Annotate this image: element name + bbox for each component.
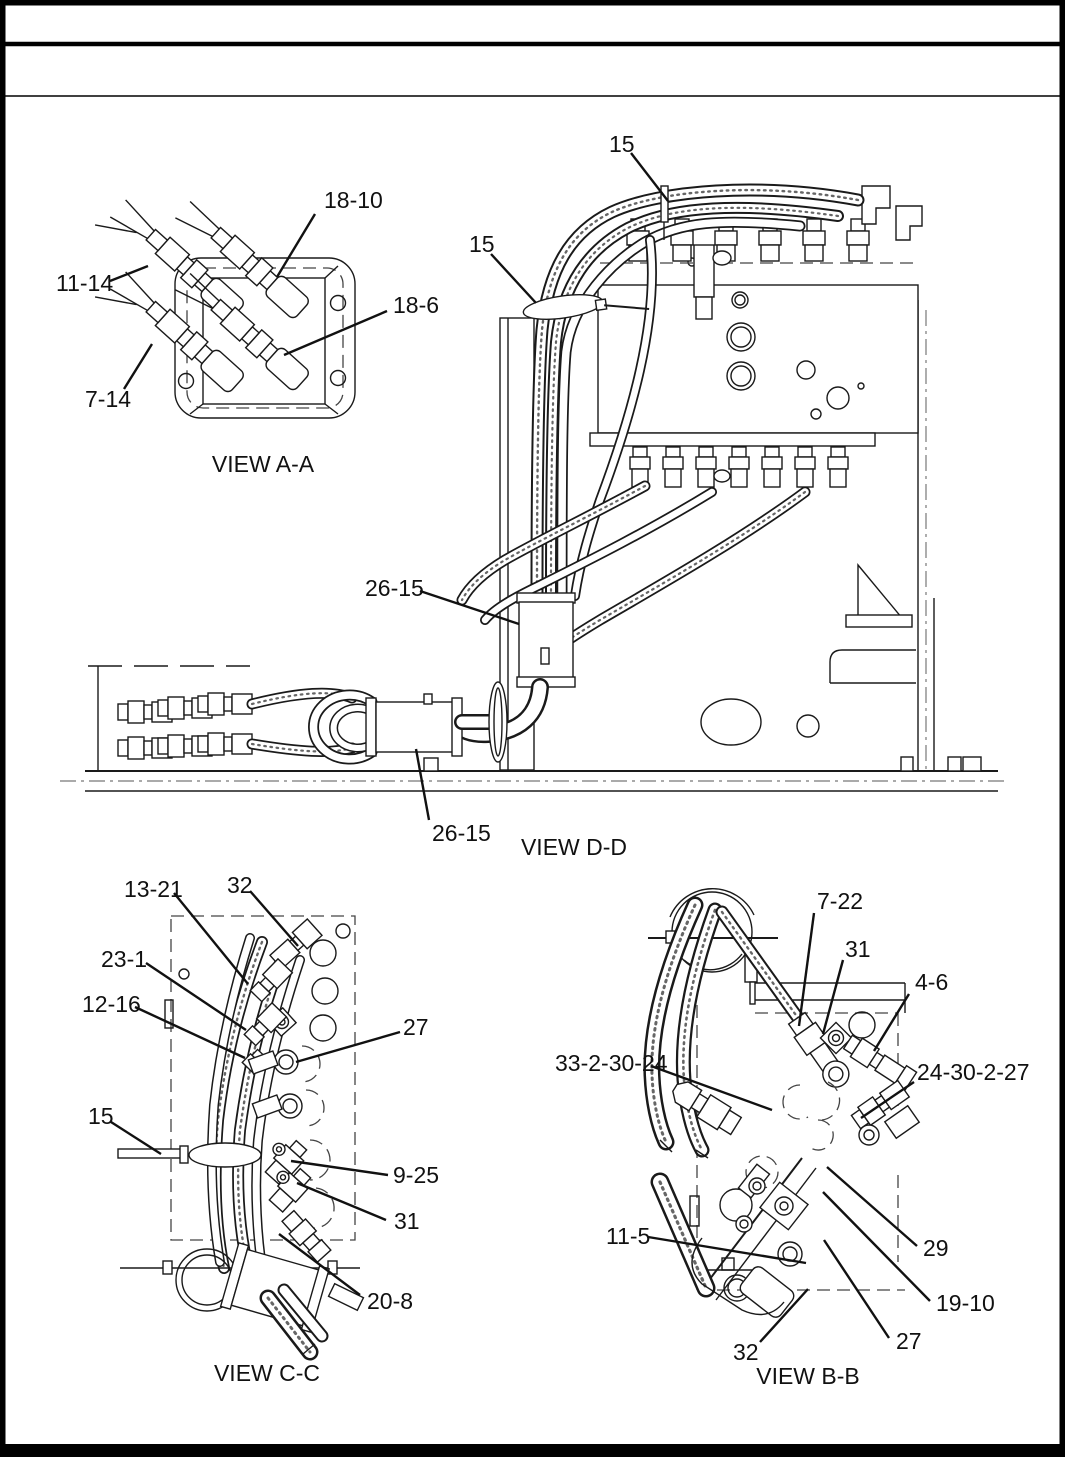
part-label: 19-10 bbox=[936, 1290, 995, 1316]
part-label: 11-5 bbox=[606, 1223, 650, 1249]
leader-18-10 bbox=[275, 213, 317, 278]
leader-19-10 bbox=[822, 1191, 931, 1302]
part-label: 15 bbox=[469, 231, 495, 257]
hose-loop-and-wrap bbox=[308, 681, 508, 765]
bb-fitting-4-6 bbox=[842, 1034, 918, 1094]
part-label: 7-22 bbox=[817, 888, 863, 914]
cc-fitting-9-25 bbox=[264, 1139, 308, 1186]
part-label: 32 bbox=[227, 872, 253, 898]
leader-13-21 bbox=[173, 892, 249, 985]
view-caption-dd: VIEW D-D bbox=[521, 834, 627, 860]
leader-33-2-30-24 bbox=[650, 1064, 773, 1112]
part-label: 27 bbox=[896, 1328, 922, 1354]
bb-hanging-hoses bbox=[643, 896, 805, 1159]
fitting-18-6 bbox=[175, 272, 309, 391]
leader-24-30-2-27 bbox=[860, 1081, 915, 1119]
cc-fitting-20-8 bbox=[281, 1209, 332, 1264]
part-label: 24-30-2-27 bbox=[917, 1059, 1030, 1085]
bb-clamp bbox=[648, 888, 778, 1005]
view-caption-bb: VIEW B-B bbox=[756, 1363, 860, 1389]
hose-bundle-mid bbox=[456, 480, 811, 668]
leader-31-cc bbox=[296, 1181, 387, 1222]
callout-labels: 18-10 11-14 18-6 7-14 VIEW A-A 15 15 26-… bbox=[56, 131, 1030, 1389]
leader-29 bbox=[826, 1166, 918, 1247]
leader-7-14 bbox=[122, 343, 154, 390]
view-caption-cc: VIEW C-C bbox=[214, 1360, 320, 1386]
leader-lines bbox=[109, 152, 931, 1343]
leader-23-1 bbox=[145, 962, 247, 1031]
cable-tie-top bbox=[660, 185, 669, 240]
part-label: 11-14 bbox=[56, 270, 113, 296]
leader-32-bb bbox=[759, 1288, 809, 1343]
part-label: 32 bbox=[733, 1339, 759, 1365]
leader-11-14 bbox=[109, 264, 149, 283]
part-label: 31 bbox=[845, 936, 871, 962]
part-label: 31 bbox=[394, 1208, 420, 1234]
bb-fitting-31 bbox=[819, 1021, 853, 1055]
part-label: 26-15 bbox=[365, 575, 424, 601]
view-cc-drawing bbox=[117, 915, 365, 1361]
part-label: 9-25 bbox=[393, 1162, 439, 1188]
part-label: 23-1 bbox=[101, 946, 147, 972]
part-label: 7-14 bbox=[85, 386, 131, 412]
part-label: 26-15 bbox=[432, 820, 491, 846]
leader-20-8 bbox=[278, 1233, 361, 1296]
part-label: 18-6 bbox=[393, 292, 439, 318]
leader-15-top bbox=[630, 152, 669, 202]
cc-fitting-31 bbox=[268, 1167, 312, 1214]
view-dd-drawing bbox=[60, 183, 1008, 792]
part-label: 27 bbox=[403, 1014, 429, 1040]
cc-bottom-clamp bbox=[120, 1242, 365, 1361]
part-label: 29 bbox=[923, 1235, 949, 1261]
leader-27-bb bbox=[822, 1239, 891, 1339]
view-caption-aa: VIEW A-A bbox=[212, 451, 315, 477]
cc-cable-tie bbox=[117, 1142, 262, 1168]
leader-4-6 bbox=[872, 993, 911, 1052]
mid-fitting-row bbox=[629, 446, 849, 488]
part-label: 12-16 bbox=[82, 991, 141, 1017]
leader-31-bb bbox=[821, 959, 845, 1035]
bb-fitting-33-2-30-24 bbox=[672, 1081, 743, 1136]
leader-26-15-upper bbox=[419, 589, 520, 626]
part-label: 18-10 bbox=[324, 187, 383, 213]
view-bb-drawing bbox=[643, 888, 921, 1318]
bb-manifold-band bbox=[650, 1157, 817, 1318]
leader-18-6 bbox=[283, 309, 388, 357]
hose-bundle-top bbox=[530, 183, 865, 603]
cc-fitting-13-21 bbox=[249, 957, 294, 1003]
fitting-7-14 bbox=[94, 271, 244, 393]
part-label: 15 bbox=[609, 131, 635, 157]
leader-9-25 bbox=[290, 1159, 389, 1177]
leader-7-22 bbox=[797, 912, 816, 1027]
view-aa-drawing bbox=[94, 199, 356, 419]
part-label: 20-8 bbox=[367, 1288, 413, 1314]
cc-elbow-27 bbox=[247, 1049, 303, 1119]
hose-wrap-vertical bbox=[447, 592, 576, 744]
leader-12-16 bbox=[134, 1005, 246, 1060]
leader-27-cc bbox=[295, 1030, 401, 1064]
part-label: 4-6 bbox=[915, 969, 948, 995]
bb-clevis-7-22 bbox=[787, 1011, 850, 1088]
leader-11-5 bbox=[647, 1235, 807, 1265]
leader-26-15-lower bbox=[414, 748, 431, 821]
part-label: 15 bbox=[88, 1103, 114, 1129]
fitting-11-14 bbox=[94, 199, 244, 321]
bb-fitting-24-30-2-27 bbox=[850, 1079, 921, 1146]
cable-tie-left bbox=[522, 294, 650, 320]
cc-fitting-23-1 bbox=[243, 1001, 288, 1047]
part-label: 13-21 bbox=[124, 876, 183, 902]
leader-32-cc bbox=[249, 890, 299, 947]
part-label: 33-2-30-24 bbox=[555, 1050, 668, 1076]
leader-15-cc bbox=[110, 1120, 162, 1156]
leader-15-left bbox=[490, 253, 537, 304]
fitting-18-10 bbox=[175, 200, 309, 319]
